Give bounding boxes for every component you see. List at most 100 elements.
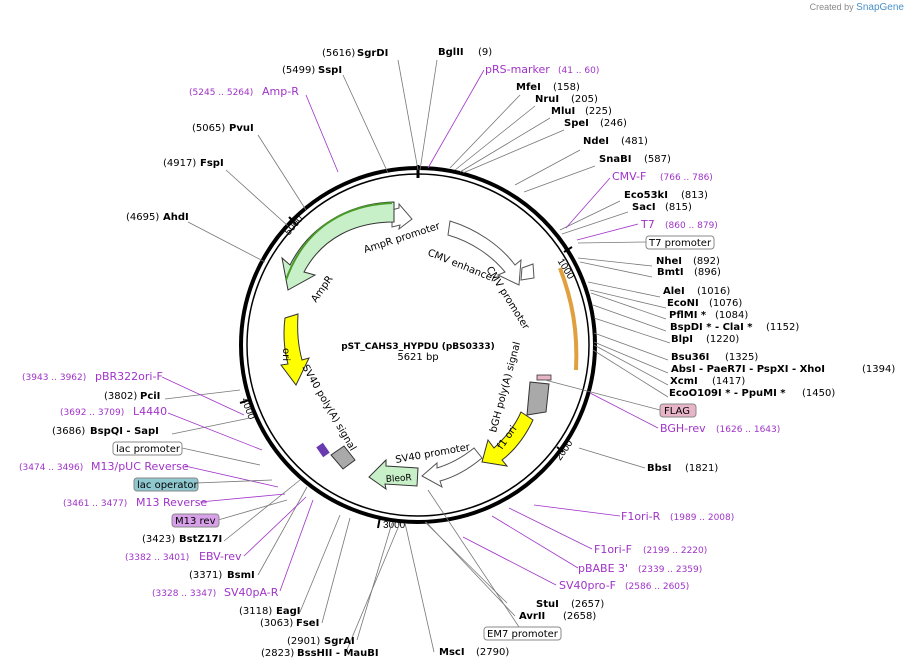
primer-name: F1ori-R (621, 510, 661, 523)
enzyme-name: SnaBI (599, 154, 631, 165)
primer-range: (2199 .. 2220) (643, 546, 707, 556)
enzyme-name: SspI (318, 65, 342, 76)
enzyme-name: FseI (296, 618, 319, 629)
boxed-label-em7-promoter: EM7 promoter (487, 629, 559, 640)
enzyme-pos: (3423) (142, 534, 175, 545)
primer-range: (5245 .. 5264) (189, 88, 253, 98)
tick-label-4000: 4000 (239, 396, 257, 421)
primer-range: (3943 .. 3962) (22, 373, 86, 383)
enzyme-name: EcoNI (667, 298, 699, 309)
primer-range: (3461 .. 3477) (63, 499, 127, 509)
enzyme-pos: (225) (585, 106, 612, 117)
enzyme-name: FspI (200, 158, 224, 169)
snapgene-logo-text: SnapGene (856, 2, 904, 13)
plasmid-name: pST_CAHS3_HYPDU (pBS0333) (341, 342, 495, 352)
enzyme-name: Eco53kI (624, 190, 668, 201)
primer-labels: pRS-marker (41 .. 60) (5245 .. 5264) Amp… (19, 63, 780, 599)
enzyme-pos: (892) (693, 256, 720, 267)
feature-sv40-polya (330, 445, 356, 470)
enzyme-pos: (158) (553, 82, 580, 93)
enzyme-name: BstZ17I (179, 534, 222, 545)
enzyme-pos: (1394) (862, 364, 895, 375)
enzyme-pos: (3063) (260, 618, 293, 629)
enzyme-pos: (3118) (239, 606, 272, 617)
primer-range: (860 .. 879) (665, 221, 718, 231)
tick-mark-2000 (556, 446, 564, 453)
feature-ori (280, 313, 310, 386)
enzyme-name: BglII (438, 47, 464, 58)
enzyme-name: BmtI (657, 267, 684, 278)
tick-mark-1000 (563, 246, 573, 253)
enzyme-name: SpeI (564, 118, 589, 129)
enzyme-pos: (1325) (725, 352, 758, 363)
box-em7-promoter (483, 626, 562, 641)
enzyme-pos: (205) (571, 94, 598, 105)
enzyme-leader-lines (164, 59, 671, 653)
enzyme-pos: (3686) (52, 426, 85, 437)
enzyme-pos: (1450) (802, 388, 835, 399)
enzyme-labels: (5616) SgrDI BglII (9) (5499) SspI MfeI … (52, 47, 895, 659)
primer-name: T7 (640, 218, 655, 231)
enzyme-name: PciI (140, 391, 160, 402)
enzyme-name: Bsu36I (671, 352, 709, 363)
credit-prefix: Created by (809, 2, 854, 12)
boxed-label-m13-rev: M13 rev (175, 516, 216, 527)
enzyme-name: BspDI * - ClaI * (670, 322, 753, 333)
enzyme-name: MfeI (516, 82, 541, 93)
enzyme-name: SgrDI (357, 48, 388, 59)
primer-name: M13 Reverse (136, 496, 207, 509)
primer-leader-lines (161, 69, 659, 592)
enzyme-pos: (3371) (189, 570, 222, 581)
feature-cmv-promoter (520, 263, 535, 281)
enzyme-pos: (5499) (282, 65, 315, 76)
enzyme-name: EagI (276, 606, 300, 617)
enzyme-pos: (813) (681, 190, 708, 201)
enzyme-pos: (2901) (287, 636, 320, 647)
enzyme-pos: (1821) (685, 463, 718, 474)
feature-bleo-r (368, 458, 419, 491)
enzyme-pos: (2823) (261, 648, 294, 659)
primer-name: BGH-rev (660, 422, 706, 435)
box-t7-promoter (645, 235, 715, 250)
primer-name: pBR322ori-F (95, 370, 163, 383)
enzyme-pos: (481) (621, 136, 648, 147)
enzyme-pos: (4917) (163, 158, 196, 169)
enzyme-pos: (896) (694, 267, 721, 278)
primer-name: Amp-R (262, 85, 299, 98)
feature-label-ampr: AmpR (309, 274, 335, 305)
primer-range: (3692 .. 3709) (60, 408, 124, 418)
boxed-label-t7-promoter: T7 promoter (648, 238, 712, 249)
enzyme-pos: (1076) (709, 298, 742, 309)
feature-f1-ori (481, 411, 534, 467)
primer-range: (41 .. 60) (558, 66, 599, 76)
primer-range: (2339 .. 2359) (638, 565, 702, 575)
feature-label-sv40-polya: SV40 poly(A) signal (299, 363, 357, 453)
boxed-label-lac-operator: lac operator (137, 480, 198, 491)
primer-name: pBABE 3' (578, 562, 628, 575)
enzyme-name: AvrII (519, 611, 545, 622)
enzyme-name: SacI (632, 202, 656, 213)
enzyme-name: BspQI - SapI (90, 426, 159, 437)
enzyme-pos: (1417) (712, 376, 745, 387)
enzyme-pos: (2657) (571, 599, 604, 610)
enzyme-name: AbsI - PaeR7I - PspXI - XhoI (671, 364, 825, 375)
boxed-labels: T7 promoter FLAG lac promoter lac operat… (112, 235, 715, 641)
enzyme-pos: (5616) (322, 48, 355, 59)
enzyme-pos: (4695) (126, 212, 159, 223)
tick-mark-5000 (288, 216, 297, 225)
enzyme-name: EcoO109I * - PpuMI * (669, 388, 786, 399)
enzyme-name: AhdI (163, 212, 189, 223)
primer-name: L4440 (133, 405, 167, 418)
box-m13-rev (171, 513, 220, 528)
boxed-label-lac-promoter: lac promoter (116, 444, 181, 455)
primer-name: SV40pro-F (559, 579, 616, 592)
plasmid-length: 5621 bp (397, 352, 438, 363)
snapgene-credit: Created by SnapGene (810, 2, 904, 13)
enzyme-pos: (246) (600, 118, 627, 129)
primer-name: M13/pUC Reverse (91, 460, 189, 473)
primer-name: F1ori-F (594, 543, 632, 556)
feature-marker-purple (316, 442, 330, 458)
tick-mark-3000 (377, 516, 381, 529)
feature-orange-arc (558, 267, 579, 371)
